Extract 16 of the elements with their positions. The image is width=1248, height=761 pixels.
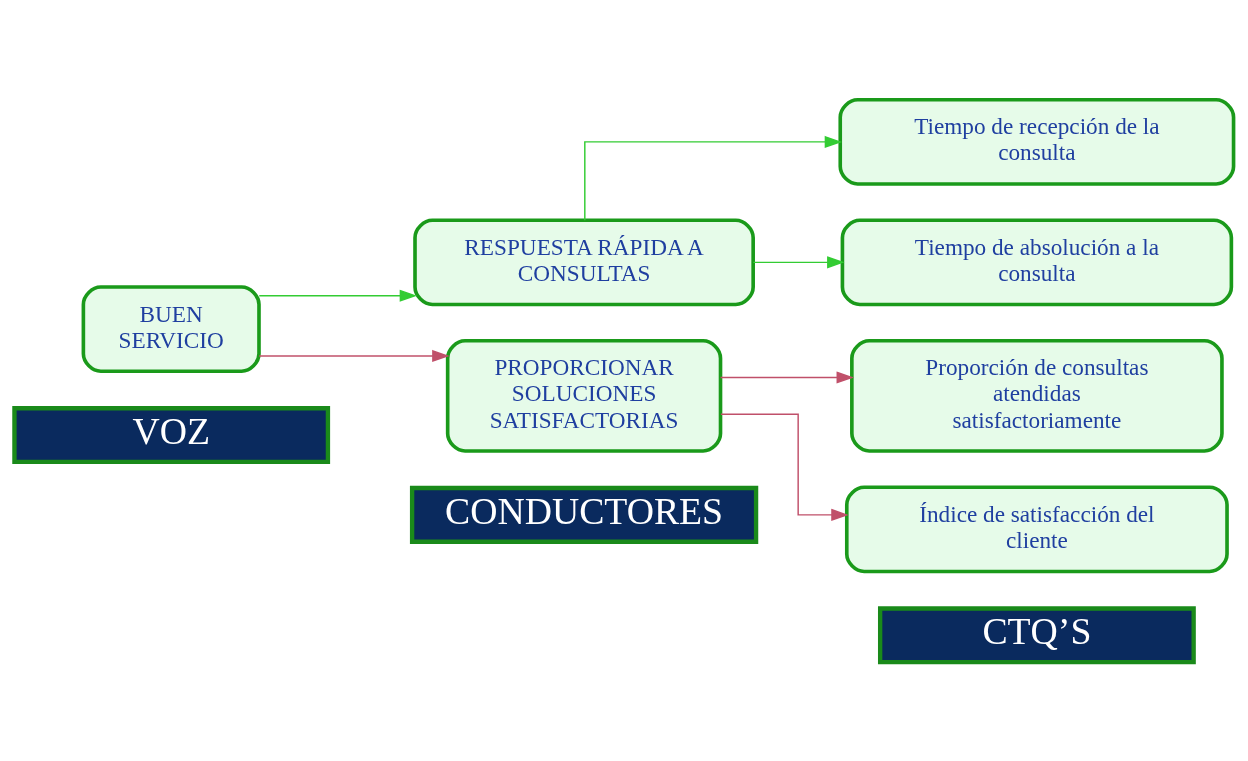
node-box: Proporción de consultas atendidas satisfactoriamente: [850, 338, 1224, 453]
arrow: [720, 413, 849, 521]
node-box: Tiempo de recepción de la consulta: [838, 97, 1236, 186]
node-box: VOZ: [12, 405, 331, 464]
node-box: PROPORCIONAR SOLUCIONES SATISFACTORIAS: [445, 338, 723, 453]
node-box: Tiempo de absolución a la consulta: [840, 217, 1234, 306]
arrow: [584, 135, 843, 221]
arrow: [719, 370, 854, 384]
node-box: RESPUESTA RÁPIDA A CONSULTAS: [413, 217, 755, 306]
node-box: Índice de satisfacción del cliente: [844, 485, 1229, 573]
node-box: BUEN SERVICIO: [81, 284, 261, 373]
node-box: CTQ’S: [878, 605, 1196, 664]
arrow: [258, 349, 450, 362]
node-box: CONDUCTORES: [409, 485, 759, 544]
arrow: [752, 255, 845, 268]
arrow: [258, 289, 418, 302]
